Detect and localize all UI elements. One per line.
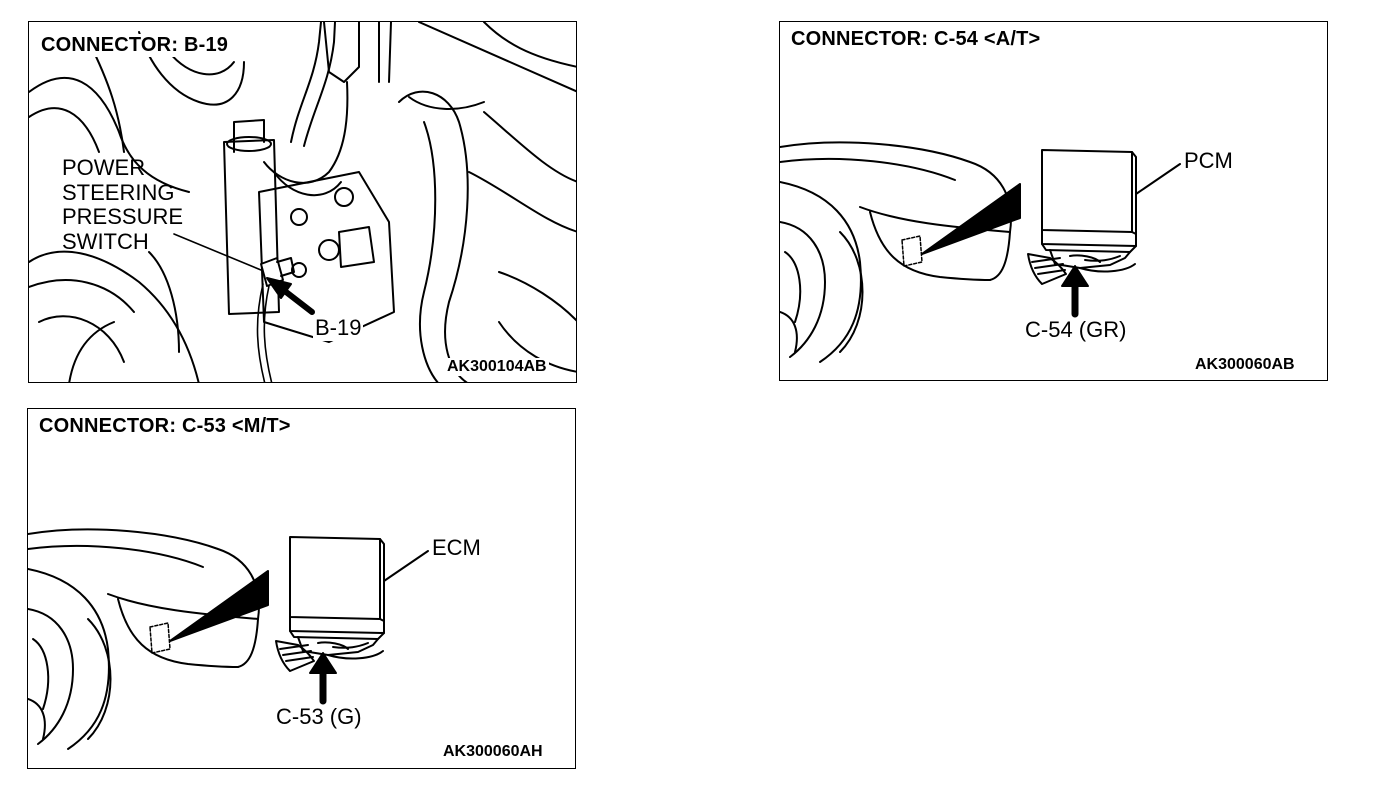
connector-label: C-54 (GR) (1025, 317, 1127, 342)
dashboard-illustration (28, 528, 429, 750)
component-label-line: PRESSURE (62, 204, 184, 230)
component-label-line: SWITCH (62, 228, 149, 254)
component-label-line: POWER (62, 155, 146, 180)
module-label: PCM (1184, 148, 1233, 173)
module-label: ECM (432, 535, 481, 560)
connector-label: B-19 (313, 315, 364, 341)
component-label: POWER STEERING PRESSURE SWITCH (62, 155, 184, 255)
figure-title: CONNECTOR: C-54 <A/T> (788, 28, 1044, 51)
connector-c53-diagram: CONNECTOR: C-53 <M/T> ECM C-53 (G) AK300… (27, 408, 576, 769)
figure-title: CONNECTOR: B-19 (38, 34, 232, 57)
connector-c54-diagram: CONNECTOR: C-54 <A/T> PCM C-54 (GR) AK30… (779, 21, 1328, 381)
figure-code: AK300060AB (1193, 356, 1297, 374)
connector-b19-diagram: CONNECTOR: B-19 POWER STEERING PRESSURE … (28, 21, 577, 383)
component-label-line: STEERING (62, 179, 175, 205)
figure-code: AK300104AB (445, 358, 549, 376)
connector-label: C-53 (G) (276, 704, 362, 729)
figure-title: CONNECTOR: C-53 <M/T> (36, 415, 294, 438)
dashboard-illustration (780, 141, 1181, 363)
engine-bay-illustration (29, 22, 576, 382)
figure-code: AK300060AH (441, 743, 545, 761)
